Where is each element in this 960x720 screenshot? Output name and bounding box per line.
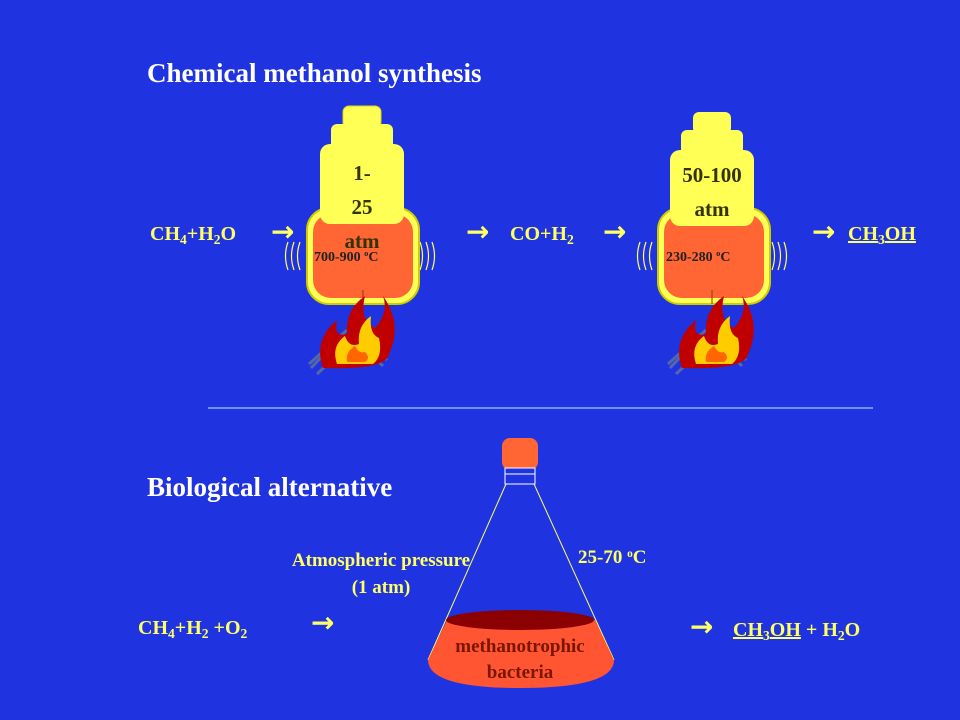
bio-arrow-1: → xyxy=(311,606,335,639)
temp-unit: C xyxy=(720,250,731,265)
bio-reactant: CH4+H2 +O2 xyxy=(138,617,248,642)
bio-pressure-line2: (1 atm) xyxy=(351,577,411,598)
reactor-1-temperature: 700-900 oC xyxy=(314,249,379,266)
bio-pressure-line1: Atmospheric pressure xyxy=(291,550,471,571)
bio-temperature: 25-70 oC xyxy=(578,547,647,568)
reactor-2-pressure: 50-100 atm xyxy=(670,158,754,226)
flask-label: methanotrophic bacteria xyxy=(420,634,620,686)
chemical-title: Chemical methanol synthesis xyxy=(147,58,482,88)
temp-value: 230-280 xyxy=(666,250,717,265)
chemical-intermediate: CO+H2 xyxy=(510,223,574,248)
biological-title: Biological alternative xyxy=(147,472,393,502)
vibration-icon xyxy=(284,241,436,271)
temp-value: 700-900 xyxy=(314,250,365,265)
temp-degree: o xyxy=(364,249,369,259)
reactor-1-pressure-line3: atm xyxy=(344,229,380,253)
reactor-1-pressure: 1- 25 atm xyxy=(320,156,404,258)
flask-icon xyxy=(427,438,615,688)
temp-degree: o xyxy=(716,249,721,259)
flame-icon xyxy=(666,296,754,376)
bio-arrow-2: → xyxy=(690,610,714,643)
weight-icon xyxy=(320,105,404,224)
flask-label-line2: bacteria xyxy=(486,662,554,683)
arrow-2: → xyxy=(466,215,490,248)
arrow-3: → xyxy=(603,215,627,248)
vibration-icon xyxy=(636,241,788,271)
reactor-1-pressure-line2: 25 xyxy=(351,195,373,219)
flame-icon xyxy=(307,296,395,376)
reactor-2-pressure-line1: 50-100 xyxy=(682,163,742,187)
reactor-2-pressure-line2: atm xyxy=(694,197,730,221)
weight-icon xyxy=(670,112,754,226)
bio-product-methanol: CH3OH xyxy=(733,619,801,644)
bio-product: CH3OH + H2O xyxy=(733,619,861,644)
reactor-icon xyxy=(657,207,771,305)
bio-pressure: Atmospheric pressure (1 atm) xyxy=(266,547,496,601)
reactor-1-pressure-line1: 1- xyxy=(353,161,371,185)
reactor-icon xyxy=(306,207,420,305)
temp-unit: C xyxy=(368,250,379,265)
arrow-4: → xyxy=(812,215,836,248)
reactor-2 xyxy=(636,112,788,376)
reactor-2-temperature: 230-280 oC xyxy=(666,249,731,266)
chemical-reactant: CH4+H2O xyxy=(150,223,237,248)
flask-label-line1: methanotrophic xyxy=(455,636,585,657)
reactor-1 xyxy=(284,105,436,376)
arrow-1: → xyxy=(271,215,295,248)
chemical-product: CH3OH xyxy=(848,223,916,248)
